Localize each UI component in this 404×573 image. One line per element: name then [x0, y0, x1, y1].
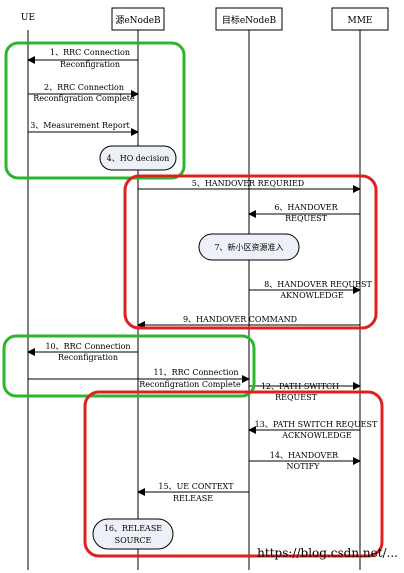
message-6-label-line1: 6、HANDOVER: [274, 203, 338, 212]
note-new-cell-admission: 7、新小区资源准入: [198, 233, 300, 261]
message-11: 11、RRC Connection Reconfigration Complet…: [28, 368, 250, 389]
actor-label-mme: MME: [347, 16, 372, 26]
message-12-label-line1: 12、PATH SWITCH: [261, 382, 339, 391]
message-15: 15、UE CONTEXT RELEASE: [137, 482, 249, 503]
message-2: 2、RRC Connection Reconfigration Complete: [28, 83, 139, 103]
note-release-source: 16、RELEASE SOURCE: [92, 518, 174, 550]
message-14: 14、HANDOVER NOTIFY: [249, 451, 361, 471]
message-5-label: 5、HANDOVER REQURIED: [192, 179, 304, 188]
actor-label-ue: UE: [21, 13, 35, 23]
actor-label-src: 源eNodeB: [115, 15, 161, 26]
actor-source-enodeb: 源eNodeB: [111, 7, 165, 31]
actor-label-tgt: 目标eNodeB: [222, 14, 277, 26]
highlight-box-red-2: [83, 390, 384, 558]
message-2-label-line2: Reconfigration Complete: [33, 94, 135, 103]
message-1-label-line2: Reconfigration: [60, 60, 120, 69]
note-release-source-line1: 16、RELEASE: [104, 524, 162, 533]
highlight-box-green-1: [4, 41, 186, 180]
actor-ue: UE: [21, 13, 35, 23]
message-11-label-line1: 11、RRC Connection: [153, 368, 238, 377]
message-8-label-line1: 8、HANDOVER REQUEST: [264, 280, 372, 289]
message-1: 1、RRC Connection Reconfigration: [27, 48, 138, 69]
message-3: 3、Measurement Report: [28, 121, 139, 136]
note-ho-decision-label: 4、HO decision: [107, 154, 170, 163]
message-13: 13、PATH SWITCH REQUEST ACKNOWLEDGE: [248, 420, 378, 440]
message-6-label-line2: REQUEST: [285, 214, 327, 223]
highlight-box-red-1: [123, 174, 378, 330]
message-9-label: 9、HANDOVER COMMAND: [183, 315, 297, 324]
watermark-text: https://blog.csdn.net/...: [257, 546, 398, 560]
message-15-label-line1: 15、UE CONTEXT: [158, 482, 234, 491]
message-11-label-line2: Reconfigration Complete: [139, 380, 241, 389]
note-release-source-line2: SOURCE: [115, 536, 152, 545]
message-8: 8、HANDOVER REQUEST AKNOWLEDGE: [249, 280, 372, 300]
message-8-label-line2: AKNOWLEDGE: [279, 291, 343, 300]
message-5: 5、HANDOVER REQURIED: [138, 179, 361, 193]
message-10: 10、RRC Connection Reconfigration: [27, 342, 138, 362]
message-14-label-line1: 14、HANDOVER: [270, 451, 339, 460]
message-10-label-line1: 10、RRC Connection: [45, 342, 130, 351]
message-12-label-line2: REQUEST: [275, 393, 317, 402]
message-13-label-line1: 13、PATH SWITCH REQUEST: [255, 420, 378, 429]
message-1-label-line1: 1、RRC Connection: [50, 48, 130, 57]
message-15-label-line2: RELEASE: [173, 494, 213, 503]
message-12: 12、PATH SWITCH REQUEST: [249, 382, 361, 402]
message-9: 9、HANDOVER COMMAND: [137, 315, 360, 329]
message-10-label-line2: Reconfigration: [58, 353, 118, 362]
note-new-cell-admission-label: 7、新小区资源准入: [214, 242, 283, 252]
message-3-label: 3、Measurement Report: [30, 121, 130, 130]
message-14-label-line2: NOTIFY: [287, 462, 321, 471]
highlight-box-green-2: [2, 334, 256, 398]
actor-target-enodeb: 目标eNodeB: [215, 7, 283, 31]
note-ho-decision: 4、HO decision: [99, 145, 177, 171]
actor-mme: MME: [331, 7, 389, 31]
message-13-label-line2: ACKNOWLEDGE: [281, 431, 352, 440]
message-6: 6、HANDOVER REQUEST: [248, 203, 360, 223]
message-2-label-line1: 2、RRC Connection: [44, 83, 124, 92]
